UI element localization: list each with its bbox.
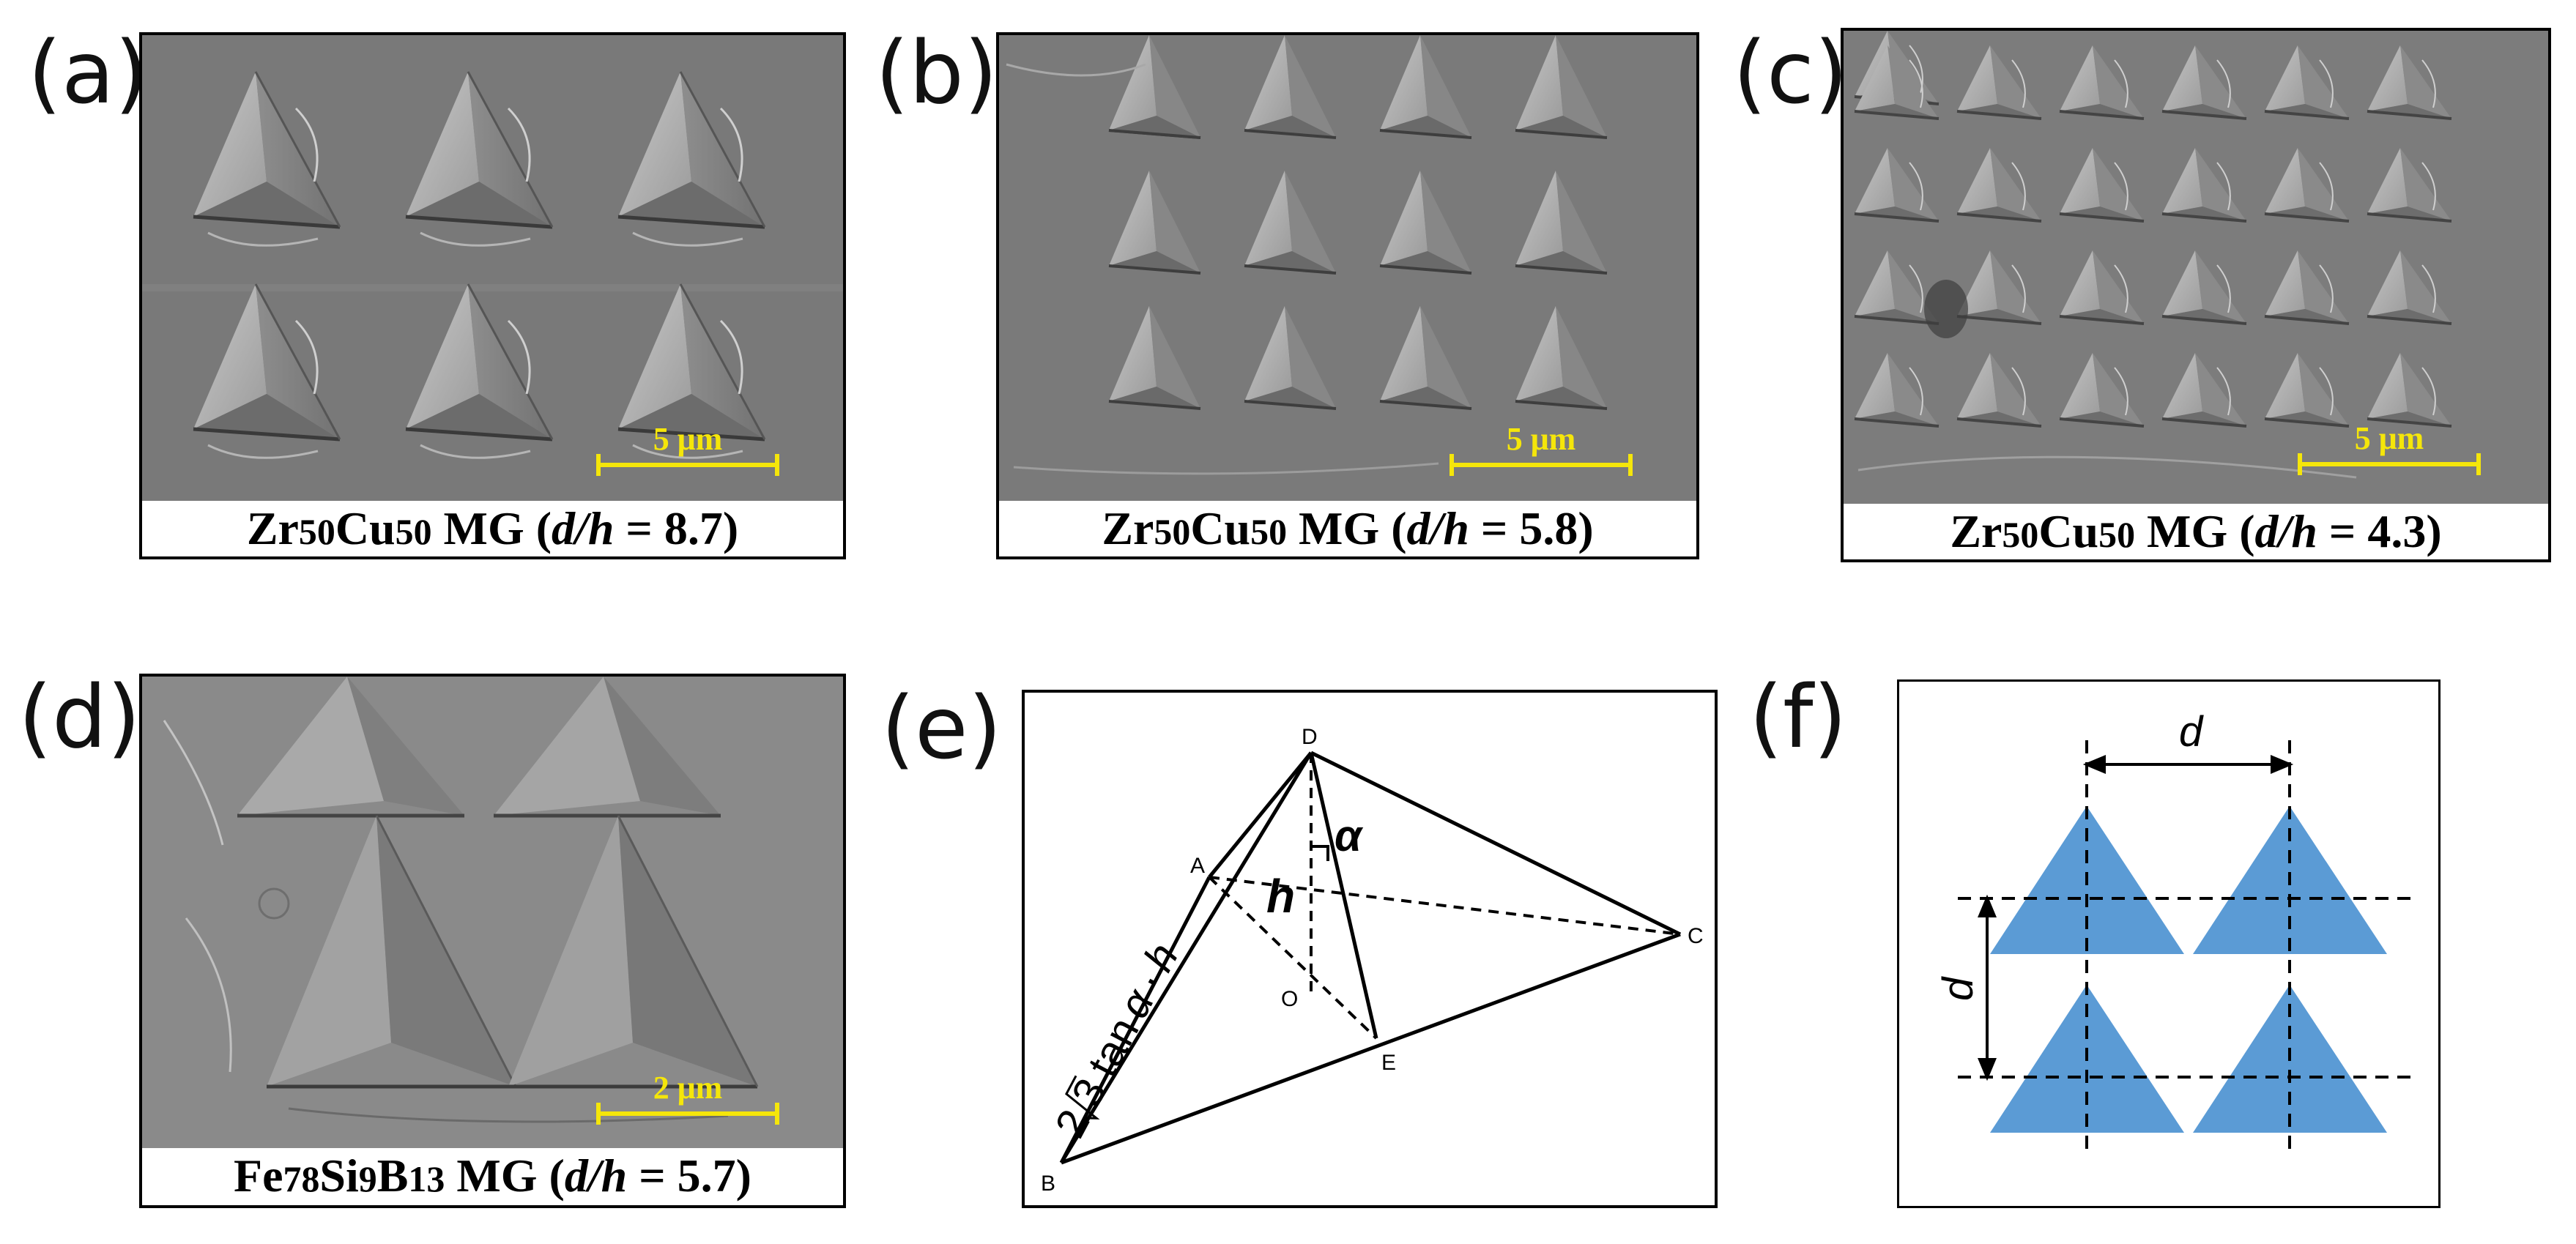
sem-panel-c: 5 μm Zr50Cu50 MG (d/h = 4.3) xyxy=(1841,28,2551,562)
right-angle-mark xyxy=(1311,845,1329,861)
diagram-panel-f: d d xyxy=(1897,679,2440,1208)
scale-label: 5 μm xyxy=(1506,421,1576,457)
sem-panel-b: 5 μm Zr50Cu50 MG (d/h = 5.8) xyxy=(996,32,1699,559)
point-label-A: A xyxy=(1190,854,1205,878)
diagram-panel-e: D A O C E B h α 23tanα·h xyxy=(1022,690,1718,1208)
edge-DB xyxy=(1059,751,1313,1164)
scale-bar-a: 5 μm xyxy=(596,423,779,482)
triangle-group xyxy=(1990,806,2387,1133)
spacing-label-vertical: d xyxy=(1934,976,1982,1001)
edge-length-label: 23tanα·h xyxy=(1046,936,1187,1145)
panel-label-b: (b) xyxy=(875,22,998,123)
point-label-B: B xyxy=(1041,1172,1055,1196)
scale-label: 5 μm xyxy=(2354,420,2424,456)
panel-label-d: (d) xyxy=(18,666,141,767)
spacing-label-horizontal: d xyxy=(2179,708,2204,756)
panel-label-c: (c) xyxy=(1733,22,1848,123)
panel-label-a: (a) xyxy=(28,22,149,123)
indent-pyramid xyxy=(267,815,517,1089)
caption-d: Fe78Si9B13 MG (d/h = 5.7) xyxy=(142,1148,843,1205)
caption-a: Zr50Cu50 MG (d/h = 8.7) xyxy=(142,501,843,556)
point-label-D: D xyxy=(1302,725,1318,749)
scale-label: 2 μm xyxy=(653,1070,723,1106)
scale-bar-d: 2 μm xyxy=(596,1072,779,1131)
alpha-label: α xyxy=(1335,811,1364,860)
sem-panel-a: 5 μm Zr50Cu50 MG (d/h = 8.7) xyxy=(139,32,846,559)
indent-pyramid xyxy=(508,815,759,1089)
caption-b: Zr50Cu50 MG (d/h = 5.8) xyxy=(999,501,1696,556)
caption-c: Zr50Cu50 MG (d/h = 4.3) xyxy=(1844,504,2548,559)
svg-text:23tanα·h: 23tanα·h xyxy=(1046,936,1187,1145)
edge-DA xyxy=(1208,751,1313,879)
panel-label-e: (e) xyxy=(881,677,1002,778)
scale-bar-c: 5 μm xyxy=(2298,422,2481,481)
dash-AE xyxy=(1208,876,1378,1040)
scale-bar-b: 5 μm xyxy=(1450,423,1633,482)
triangle-array-diagram: d d xyxy=(1934,708,2412,1150)
edge-DC xyxy=(1310,751,1682,936)
edge-BC xyxy=(1061,932,1681,1165)
indent-pyramid xyxy=(237,677,464,818)
point-label-E: E xyxy=(1381,1051,1396,1075)
point-label-O: O xyxy=(1281,987,1298,1011)
indent-pyramid xyxy=(494,677,721,818)
point-label-C: C xyxy=(1688,924,1704,948)
scale-label: 5 μm xyxy=(653,421,723,457)
height-label: h xyxy=(1266,870,1295,923)
sem-panel-d: 2 μm Fe78Si9B13 MG (d/h = 5.7) xyxy=(139,674,846,1208)
edge-DE xyxy=(1309,752,1378,1039)
pyramid-diagram: D A O C E B h α 23tanα·h xyxy=(1041,725,1704,1196)
indent-pyramid xyxy=(193,71,341,247)
dash-AC xyxy=(1209,876,1681,936)
sem-image-c xyxy=(1844,31,2548,507)
edge-AB xyxy=(1059,876,1211,1164)
sem-image-b xyxy=(999,35,1696,504)
sem-image-d xyxy=(142,677,843,1152)
panel-label-f: (f) xyxy=(1749,666,1847,767)
sem-image-a xyxy=(142,35,843,504)
